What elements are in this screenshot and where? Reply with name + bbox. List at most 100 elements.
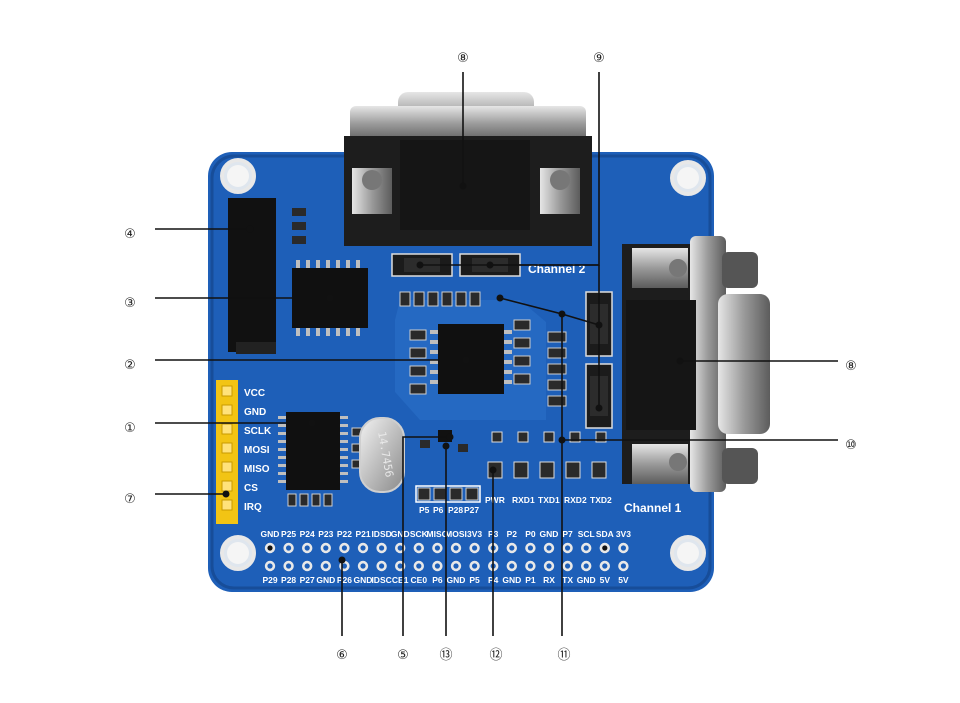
gpio-label-top: P24 <box>300 529 315 539</box>
gpio-label-bottom: CE0 <box>411 575 428 585</box>
callout-6: ⑥ <box>336 648 348 663</box>
external-header-tab <box>236 342 276 354</box>
gpio-label-bottom: GND <box>502 575 521 585</box>
callout-10: ⑩ <box>845 438 857 453</box>
led-label-rxd2: RXD2 <box>564 495 587 505</box>
callout-9: ⑨ <box>593 51 605 66</box>
callout-numbers: ④ ③ ② ① ⑦ ⑧ ⑨ ⑧ ⑩ ⑥ ⑤ ⑬ ⑫ ⑪ <box>124 51 857 663</box>
gpio-label-bottom: GND <box>316 575 335 585</box>
gpio-label-top: P23 <box>318 529 333 539</box>
gpio-label-bottom: P26 <box>337 575 352 585</box>
callout-7: ⑦ <box>124 492 136 507</box>
header-label-miso: MISO <box>244 464 270 475</box>
header-label-vcc: VCC <box>244 388 265 399</box>
gpio-pad-hole <box>583 563 589 569</box>
led-label-rxd1: RXD1 <box>512 495 535 505</box>
gpio-label-top: 3V3 <box>616 529 631 539</box>
gpio-pad-hole <box>379 563 385 569</box>
passive-components-left <box>292 208 306 244</box>
gpio-pad-hole <box>565 545 571 551</box>
gpio-label-top: P2 <box>507 529 518 539</box>
channel-2-label: Channel 2 <box>528 262 586 276</box>
gpio-label-bottom: CE1 <box>392 575 409 585</box>
gpio-pad-hole <box>546 545 552 551</box>
callout-4: ④ <box>124 227 136 242</box>
gpio-label-bottom: 5V <box>618 575 629 585</box>
rs232-transceiver-chip <box>430 324 512 394</box>
gpio-pad-hole <box>397 545 403 551</box>
gpio-pad-hole <box>341 563 347 569</box>
external-header-block <box>228 198 276 352</box>
gpio-label-bottom: P6 <box>432 575 443 585</box>
gpio-pad-hole <box>304 545 310 551</box>
gpio-label-top: 3V3 <box>467 529 482 539</box>
gpio-pad-hole <box>565 563 571 569</box>
gpio-label-top: SCL <box>578 529 595 539</box>
callout-11: ⑪ <box>557 648 570 663</box>
callout-1: ① <box>124 421 136 436</box>
header-label-gnd: GND <box>244 407 266 418</box>
header-label-cs: CS <box>244 483 258 494</box>
mounting-holes <box>220 158 706 571</box>
gpio-label-bottom: P27 <box>300 575 315 585</box>
gpio-pad-hole <box>286 545 292 551</box>
gpio-pad-hole <box>267 563 273 569</box>
gpio-pad-hole <box>323 563 329 569</box>
callout-lines <box>155 72 838 636</box>
callout-3: ③ <box>124 296 136 311</box>
gpio-pad-hole <box>286 563 292 569</box>
gpio-pad-hole <box>360 545 366 551</box>
gpio-pad-hole <box>360 563 366 569</box>
callout-5: ⑤ <box>397 648 409 663</box>
db9-connector-channel-1 <box>622 236 770 492</box>
led-label-pwr: PWR <box>485 495 505 505</box>
gpio-pad-hole <box>527 545 534 551</box>
gpio-pad-hole <box>527 563 534 569</box>
gpio-header: GNDP29P25P28P24P27P23GNDP22P26P21GNDIDSD… <box>261 529 632 585</box>
gpio-pad-hole <box>509 563 515 569</box>
callout-12: ⑫ <box>489 648 502 663</box>
gpio-pad-hole <box>416 563 422 569</box>
gpio-pad-hole <box>472 563 478 569</box>
gpio-label-top: MISO <box>427 529 449 539</box>
gpio-label-top: MOSI <box>445 529 467 539</box>
gpio-pad-hole <box>472 545 478 551</box>
jumper-label-p27: P27 <box>464 505 479 515</box>
callout-2: ② <box>124 358 136 373</box>
gpio-pad-hole <box>620 545 627 551</box>
gpio-label-top: IDSD <box>371 529 391 539</box>
gpio-label-top: P0 <box>525 529 536 539</box>
status-leds: PWR RXD1 TXD1 RXD2 TXD2 <box>485 431 612 505</box>
gpio-pad-hole <box>379 545 385 551</box>
gpio-pad-hole <box>397 563 403 569</box>
gpio-label-bottom: P5 <box>469 575 480 585</box>
gpio-label-bottom: P1 <box>525 575 536 585</box>
gpio-label-bottom: P29 <box>262 575 277 585</box>
header-label-mosi: MOSI <box>244 445 270 456</box>
gpio-pad-hole <box>602 545 608 551</box>
gpio-pad-hole <box>546 563 552 569</box>
gpio-label-top: P21 <box>355 529 370 539</box>
jumper-label-p6: P6 <box>433 505 444 515</box>
db9-connector-channel-2 <box>344 92 592 246</box>
gpio-label-bottom: RX <box>543 575 555 585</box>
gpio-pad-hole <box>434 563 440 569</box>
channel-1-label: Channel 1 <box>624 501 682 515</box>
callout-8-right: ⑧ <box>845 359 857 374</box>
callout-8-top: ⑧ <box>457 51 469 66</box>
gpio-pad-hole <box>304 563 310 569</box>
callout-13: ⑬ <box>439 648 452 663</box>
header-labels: VCC GND SCLK MOSI MISO CS IRQ <box>244 388 272 513</box>
gpio-label-bottom: TX <box>562 575 573 585</box>
crystal-oscillator: 14.7456 <box>359 417 405 493</box>
spi-header <box>216 380 238 524</box>
header-label-irq: IRQ <box>244 502 262 513</box>
jumper-label-p28: P28 <box>448 505 463 515</box>
gpio-pad-hole <box>341 545 347 551</box>
gpio-pad-hole <box>453 545 459 551</box>
gpio-pad-hole <box>267 545 273 551</box>
gpio-pad-hole <box>416 545 422 551</box>
gpio-label-top: SCK <box>410 529 429 539</box>
jumper-label-p5: P5 <box>419 505 430 515</box>
